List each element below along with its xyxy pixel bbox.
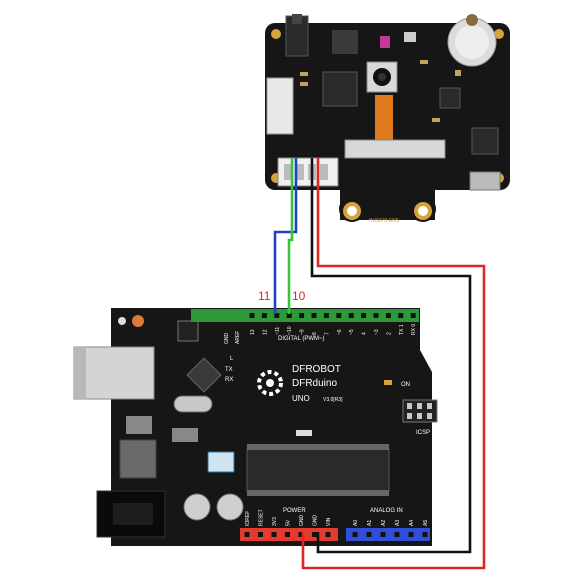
analog-pin [408,532,414,537]
variant-text: UNO [292,394,310,403]
power-pin [258,532,263,537]
on-led-label: ON [401,382,410,388]
version-text: V3.0[R3] [323,397,343,403]
analog-pin-label: A2 [381,520,387,526]
analog-pin [366,532,372,537]
wire-red [301,158,486,570]
digital-pin [348,313,354,318]
digital-pin [311,313,317,318]
power-pin [244,532,250,537]
analog-pin-label: A3 [395,520,401,526]
voltage-regulator [119,439,157,479]
digital-pin-label: 2 [386,332,392,335]
analog-header-label: ANALOG IN [370,508,403,514]
digital-pin [286,313,292,318]
power-pin-label: 3V3 [272,517,278,526]
processor-chip [322,71,358,107]
digital-pin [274,313,280,318]
digital-pin [249,313,255,318]
analog-pin [422,532,428,537]
blue-component [207,451,235,473]
digital-pin [323,313,329,318]
ribbon-socket [344,139,446,159]
digital-pin-label: 12 [262,329,268,335]
power-pin-label: VIN [326,517,332,526]
brand-text: DFROBOT [292,364,341,375]
power-pin [325,532,331,537]
gnd-label: GND [224,333,230,345]
digital-header [191,309,419,322]
led-label-rx: RX [225,377,233,383]
analog-pin-label: A5 [423,520,429,526]
analog-pin [380,532,386,537]
capacitor-2 [216,493,244,521]
power-pin [285,532,290,537]
wire-label-10: 10 [292,289,306,303]
power-pin-label: GND [299,515,305,527]
analog-pin-label: A0 [353,520,359,526]
atmega-chip [246,448,390,492]
analog-pin-label: A1 [367,520,373,526]
analog-pin [394,532,400,537]
wire-black [310,158,472,554]
power-pin-label: 5V [286,519,292,526]
icsp-label: ICSP [416,430,430,436]
digital-pin-label: ~3 [374,329,380,335]
capacitor-1 [183,493,211,521]
usb-b-port [73,346,155,400]
usb-chip [186,357,222,393]
digital-pin [410,313,416,318]
crystal-oscillator [173,395,213,413]
arduino-board: ICSP ON AREF GND L TX RX DFROBOT DFRduin… [73,308,438,546]
power-pin [271,532,277,537]
digital-pin [261,313,267,318]
power-pin-row: IOREF RESET 3V3 5V GND GND VIN [244,509,332,537]
power-pin-label: GND [313,515,319,527]
huskylens-module: HUSKYLENS [265,14,510,224]
power-pin [312,532,317,537]
digital-pin [336,313,342,318]
power-pin-label: RESET [259,509,265,526]
led-label-tx: TX [225,367,233,373]
power-pin [298,532,304,537]
digital-pin-label: 7 [324,332,330,335]
digital-pin [299,313,305,318]
aref-label: AREF [235,331,241,344]
digital-pin-label: ~5 [349,329,355,335]
digital-pin-label: ~10 [287,326,293,335]
model-text: DFRduino [292,378,337,389]
digital-pin-label: 8 [312,332,318,335]
digital-pin-row: 13 12 ~11 ~10 ~9 8 7 ~6 ~5 4 ~3 2 TX 1 RX 0 [249,313,417,335]
led-label-l: L [230,356,234,362]
analog-pin-row: A0 A1 A2 A3 A4 A5 [352,520,429,537]
digital-pin-label: TX 1 [399,324,405,335]
analog-pin-label: A4 [409,520,415,526]
wires [273,158,486,570]
wire-label-11: 11 [258,289,271,303]
chip [332,30,358,54]
digital-pin-label: RX 0 [411,324,417,335]
analog-pin [352,532,358,537]
reset-button [132,315,144,327]
digital-header-label: DIGITAL (PWM~) [278,336,325,342]
huskylens-logo-text: HUSKYLENS [369,218,400,224]
digital-pin-label: ~11 [275,327,281,335]
power-header-label: POWER [283,508,306,514]
power-pin-label: IOREF [245,511,251,526]
usb-connector [266,77,294,135]
dfrobot-gear-icon [257,370,283,396]
analog-header [346,528,430,541]
wire-green [287,158,294,314]
digital-pin [385,313,391,318]
digital-pin-label: 13 [250,329,256,335]
digital-pin-label: 4 [362,332,368,335]
digital-pin [398,313,404,318]
wire-blue [273,158,298,314]
digital-pin [373,313,379,318]
digital-pin-label: ~6 [337,329,343,335]
digital-pin [361,313,367,318]
digital-pin-label: ~9 [300,329,306,335]
camera-ribbon [375,95,393,140]
